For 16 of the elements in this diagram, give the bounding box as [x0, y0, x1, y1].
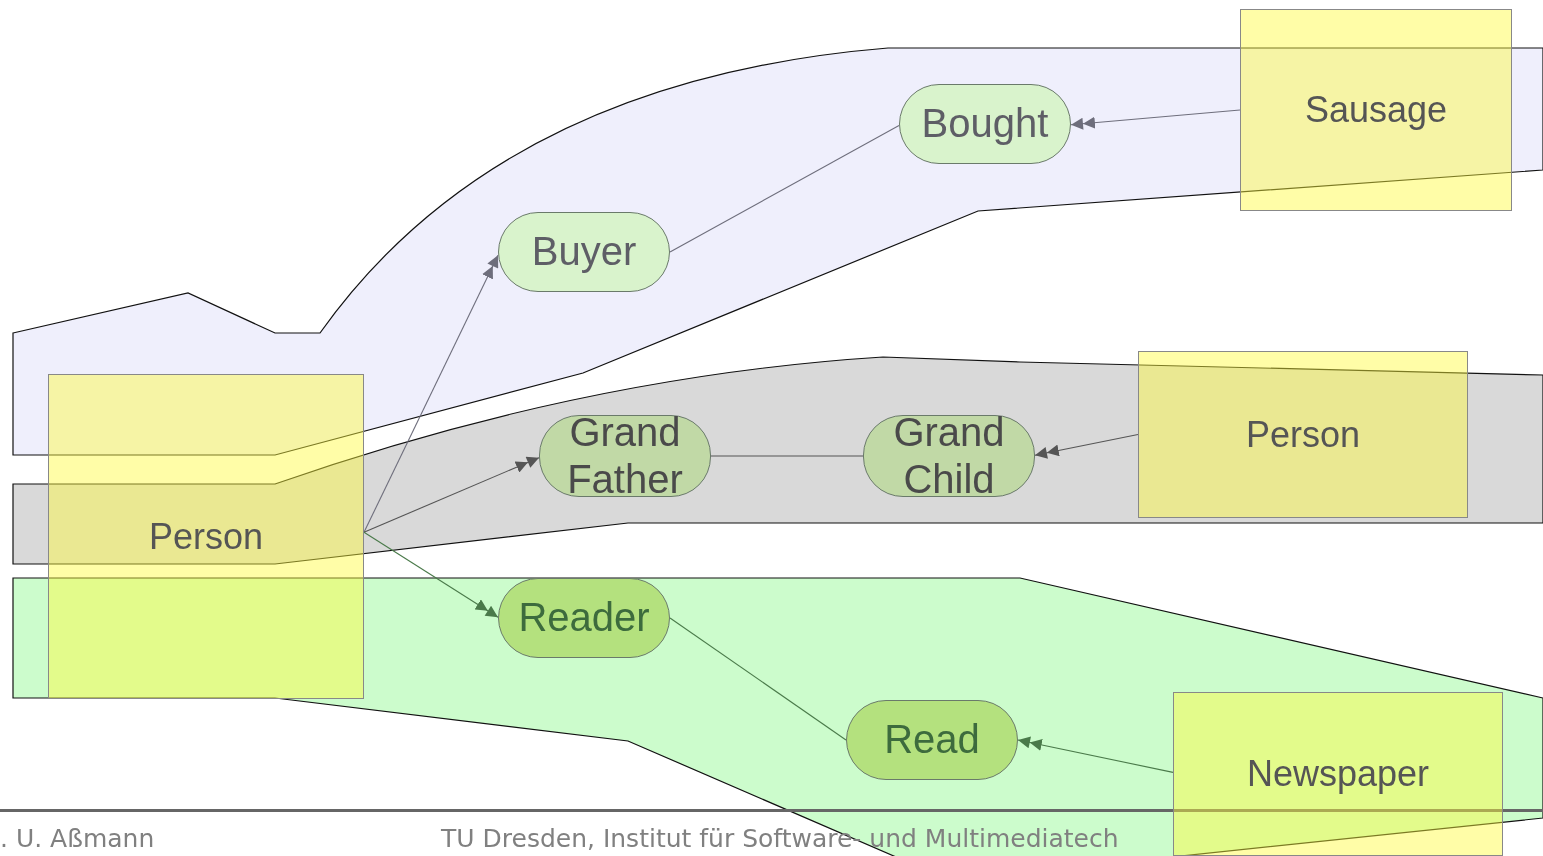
node-label: Read — [884, 716, 980, 764]
node-label: Bought — [921, 100, 1049, 148]
footer-text: . U. Aßmann — [0, 824, 155, 853]
node-label: Buyer — [531, 228, 637, 276]
class-box — [1173, 692, 1503, 856]
node-label: Reader — [518, 594, 650, 642]
node-label: Person — [1245, 413, 1361, 456]
class-box — [1240, 9, 1512, 211]
class-box — [1138, 351, 1468, 518]
footer-text: TU Dresden, Institut für Software- und Multimediatech — [441, 824, 1119, 853]
node-label: Grand Child — [892, 408, 1006, 503]
node-label: Newspaper — [1246, 753, 1430, 795]
node-label: Person — [148, 516, 264, 558]
node-label: Sausage — [1304, 89, 1448, 131]
node-label: Grand Father — [566, 408, 684, 503]
class-box — [48, 374, 364, 699]
